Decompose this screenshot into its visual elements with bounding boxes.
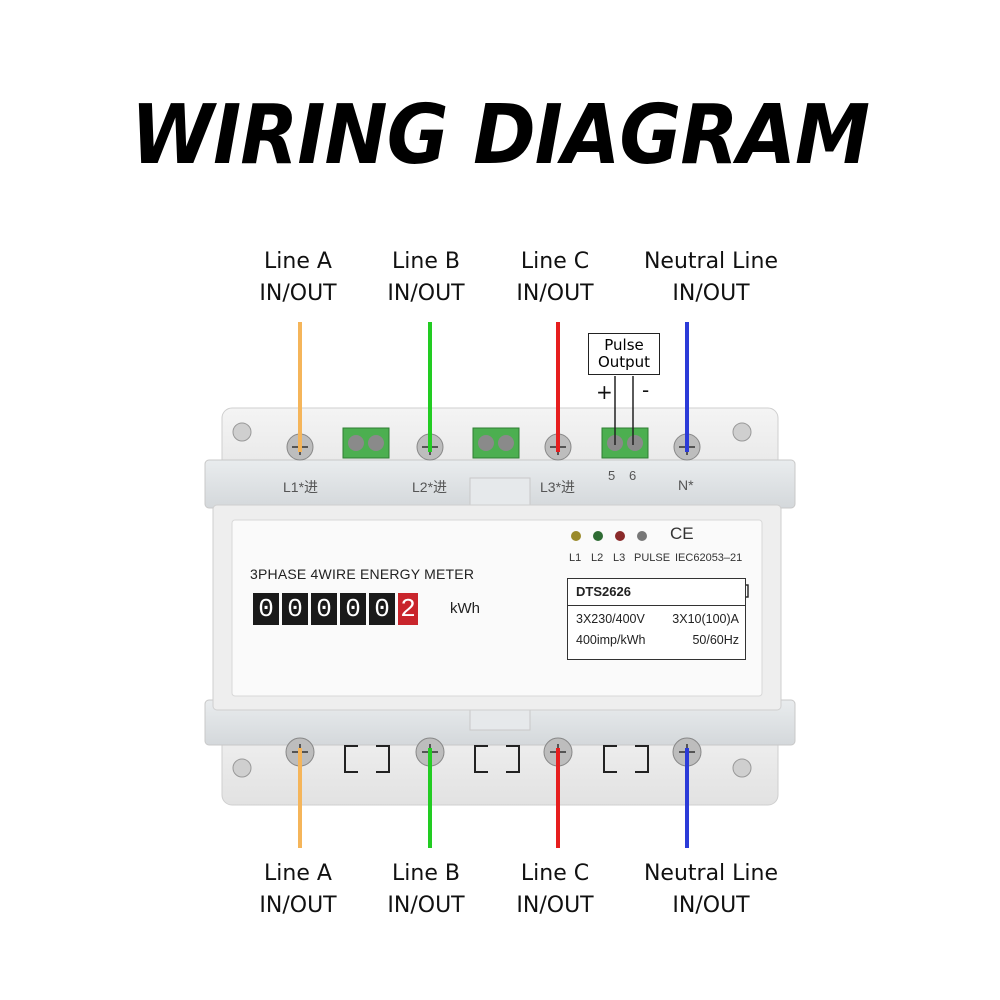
- status-leds: [571, 531, 647, 541]
- led-label-l3: L3: [613, 552, 626, 564]
- terminal-5: 5: [608, 468, 616, 483]
- terminal-label-l1: L1*进: [283, 477, 318, 495]
- pulse-minus: -: [642, 378, 650, 402]
- imp-label: 400imp/kWh: [576, 633, 646, 647]
- standard-label: IEC62053–21: [675, 552, 743, 564]
- model-label: DTS2626: [576, 584, 631, 599]
- voltage-label: 3X230/400V: [576, 612, 645, 626]
- terminal-label-l3: L3*进: [540, 477, 575, 495]
- current-label: 3X10(100)A: [672, 612, 739, 626]
- digit: 0: [340, 593, 366, 625]
- ce-mark: CE: [670, 524, 694, 543]
- led-label-l1: L1: [569, 552, 582, 564]
- led-label-l2: L2: [591, 552, 604, 564]
- digit: 0: [311, 593, 337, 625]
- page-title: WIRING DIAGRAM: [130, 88, 870, 183]
- digit: 0: [253, 593, 279, 625]
- counter-display: 0 0 0 0 0 2: [253, 593, 421, 625]
- spec-box: DTS2626 3X230/400V 3X10(100)A 400imp/kWh…: [567, 578, 746, 660]
- digit: 0: [369, 593, 395, 625]
- led-label-pulse: PULSE: [634, 552, 671, 564]
- freq-label: 50/60Hz: [692, 633, 739, 647]
- terminal-label-l2: L2*进: [412, 477, 447, 495]
- digit-decimal: 2: [398, 593, 418, 625]
- unit-label: kWh: [450, 600, 480, 617]
- green-connectors: [342, 427, 649, 459]
- terminal-6: 6: [629, 468, 637, 483]
- digit: 0: [282, 593, 308, 625]
- terminal-label-n: N*: [678, 477, 694, 493]
- meter-title: 3PHASE 4WIRE ENERGY METER: [250, 566, 475, 582]
- pulse-plus: +: [596, 380, 613, 404]
